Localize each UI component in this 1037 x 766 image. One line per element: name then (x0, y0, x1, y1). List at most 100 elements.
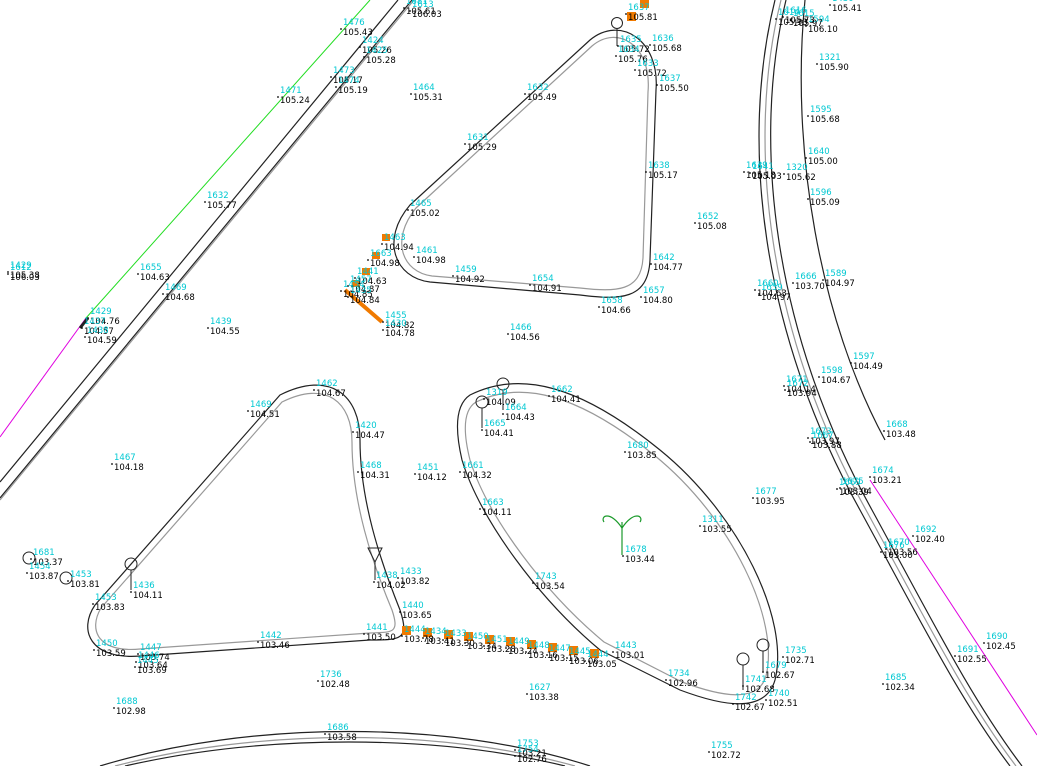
survey-point-dot (352, 431, 354, 433)
survey-point-dot (694, 222, 696, 224)
point-id-label: 1657 (643, 286, 665, 296)
survey-point-dot (135, 661, 137, 663)
point-id-label: 1662 (551, 385, 573, 395)
survey-point-dot (401, 635, 403, 637)
survey-point-dot (381, 243, 383, 245)
elevation-label: 103.88 (812, 441, 842, 451)
point-id-label: 1673 (810, 427, 832, 437)
point-id-label: 1462 (316, 379, 338, 389)
point-id-label: 1437 (84, 317, 106, 327)
elevation-label: 104.11 (133, 591, 163, 601)
point-id-label: 1439 (210, 317, 232, 327)
survey-point-dot (347, 296, 349, 298)
point-id-label: 1438 (87, 326, 109, 336)
elevation-label: 105.93 (778, 18, 808, 28)
point-id-label: 1429 (10, 261, 32, 271)
elevation-label: 104.14 (786, 385, 816, 395)
elevation-label: 103.97 (810, 437, 840, 447)
survey-point-dot (363, 633, 365, 635)
survey-point-dot (983, 642, 985, 644)
elevation-label: 105.62 (786, 173, 816, 183)
survey-point-dot (699, 525, 701, 527)
road-kerb-curve-east (758, 0, 1023, 766)
point-id-label: 1660 (757, 279, 779, 289)
elevation-label: 102.98 (116, 707, 146, 717)
survey-point-dot (885, 548, 887, 550)
survey-point-dot (752, 497, 754, 499)
point-id-label: 1686 (327, 723, 349, 733)
point-id-label: 1451 (486, 635, 508, 645)
survey-point-dot (483, 398, 485, 400)
survey-point-dot (317, 680, 319, 682)
survey-point-dot (782, 656, 784, 658)
elevation-label: 103.15 (549, 654, 579, 664)
elevation-label: 104.47 (355, 431, 385, 441)
survey-point-dot (502, 413, 504, 415)
survey-point-dot (612, 651, 614, 653)
survey-point-dot (805, 157, 807, 159)
point-id-label: 1691 (957, 645, 979, 655)
point-id-label: 1454 (29, 562, 51, 572)
point-id-label: 1597 (853, 352, 875, 362)
elevation-label: 104.84 (350, 296, 380, 306)
survey-point-dot (137, 273, 139, 275)
elevation-label: 104.82 (385, 321, 415, 331)
elevation-label: 103.21 (872, 476, 902, 486)
point-id-label: 1464 (413, 83, 435, 93)
point-id-label: 1468 (360, 461, 382, 471)
elevation-label: 104.49 (853, 362, 883, 372)
point-id-label: 1589 (825, 269, 847, 279)
survey-symbols (22, 17, 770, 690)
elevation-label: 103.56 (888, 548, 918, 558)
point-id-label: 1672 (787, 379, 809, 389)
point-id-label: 1441 (357, 267, 379, 277)
elevation-label: 103.85 (627, 451, 657, 461)
elevation-label: 105.28 (366, 56, 396, 66)
orange-drainage-markers (343, 0, 649, 658)
point-id-label: 1635 (620, 35, 642, 45)
survey-point-dot (566, 657, 568, 659)
point-id-label: 1679 (765, 661, 787, 671)
point-id-label: 1424 (362, 36, 384, 46)
elevation-label: 105.29 (467, 143, 497, 153)
elevation-label: 106.10 (808, 25, 838, 35)
point-id-label: 1465 (410, 199, 432, 209)
survey-point-dot (111, 463, 113, 465)
point-id-label: 1666 (795, 272, 817, 282)
point-id-label: 1663 (482, 498, 504, 508)
survey-point-dot (883, 430, 885, 432)
point-id-label: 1434 (425, 627, 447, 637)
traffic-island-west (87, 384, 405, 657)
elevation-label: 104.98 (370, 259, 400, 269)
elevation-label: 103.44 (625, 555, 655, 565)
elevation-label: 105.17 (648, 171, 678, 181)
point-id-label: 1471 (280, 86, 302, 96)
point-id-label: 1469 (165, 283, 187, 293)
survey-point-dot (414, 473, 416, 475)
point-id-label: 1741 (745, 675, 767, 685)
survey-point-dot (742, 685, 744, 687)
survey-point-dot (829, 4, 831, 6)
